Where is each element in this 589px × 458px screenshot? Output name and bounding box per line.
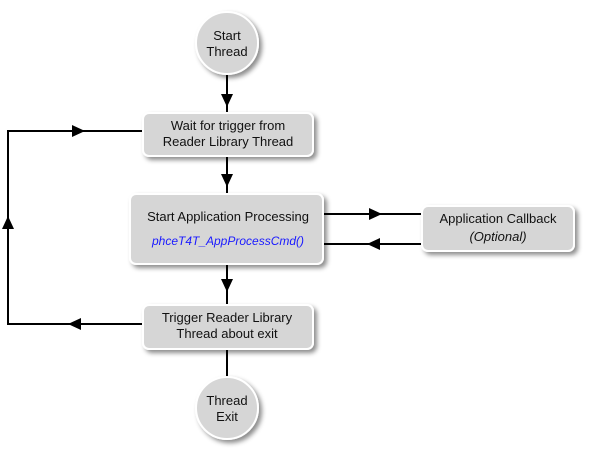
start-label-line2: Thread xyxy=(206,44,247,59)
node-start-processing: Start Application Processing phceT4T_App… xyxy=(129,193,324,265)
callback-optional-label: (Optional) xyxy=(469,229,526,244)
node-trigger-exit: Trigger Reader Library Thread about exit xyxy=(142,304,314,350)
arrowhead-wait-to-process xyxy=(221,174,233,187)
process-function-name: phceT4T_AppProcessCmd() xyxy=(151,234,304,248)
node-start-thread: Start Thread xyxy=(195,11,259,75)
exit-label-line2: Exit xyxy=(216,409,238,424)
trigger-label-line1: Trigger Reader Library xyxy=(162,310,293,325)
arrowhead-loop-up xyxy=(2,216,14,229)
callback-label: Application Callback xyxy=(439,211,557,226)
edge-loop-back xyxy=(7,130,143,325)
arrowhead-to-callback xyxy=(369,208,382,220)
arrowhead-start-to-wait xyxy=(221,94,233,107)
process-label: Start Application Processing xyxy=(147,209,309,224)
arrowhead-loop-left xyxy=(68,318,81,330)
arrowheads xyxy=(2,94,382,330)
arrowhead-process-to-trigger xyxy=(221,279,233,292)
trigger-label-line2: Thread about exit xyxy=(176,326,278,341)
start-label-line1: Start xyxy=(213,28,241,43)
arrowhead-loop-right xyxy=(72,125,85,137)
exit-label-line1: Thread xyxy=(206,393,247,408)
node-wait-trigger: Wait for trigger from Reader Library Thr… xyxy=(142,112,314,157)
node-application-callback: Application Callback (Optional) xyxy=(421,205,575,252)
node-thread-exit: Thread Exit xyxy=(195,376,259,440)
wait-label-line1: Wait for trigger from xyxy=(171,118,285,133)
arrowhead-from-callback xyxy=(367,238,380,250)
wait-label-line2: Reader Library Thread xyxy=(163,134,294,149)
